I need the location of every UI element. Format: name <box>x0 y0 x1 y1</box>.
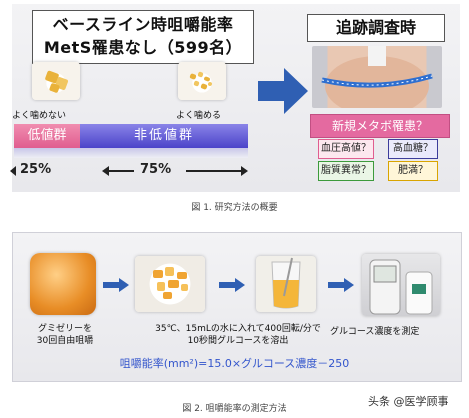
well-chewed-caption: よく噛める <box>176 111 222 121</box>
figure2-caption: 図 2. 咀嚼能率の測定方法 <box>182 404 287 414</box>
arrow-right-icon <box>328 278 354 292</box>
baseline-title-line1: ベースライン時咀嚼能率 <box>52 15 234 34</box>
poorly-chewed-jelly-photo <box>32 62 80 100</box>
baseline-title-line2: MetS罹患なし（599名） <box>43 38 243 57</box>
poorly-chewed-caption: よく噛めない <box>12 111 67 121</box>
new-metabolic-syndrome-label: 新規メタボ罹患？ <box>310 114 450 138</box>
risk-high-blood-sugar: 高血糖？ <box>388 139 438 159</box>
beaker-photo <box>256 256 316 312</box>
non-low-group-bar: 非低値群 <box>80 124 248 148</box>
bar-reflection <box>14 148 248 158</box>
masticatory-efficiency-formula: 咀嚼能率(mm²)=15.0×グルコース濃度－250 <box>119 357 350 370</box>
gummy-jelly-photo <box>30 253 96 315</box>
glucose-meter-illustration <box>369 259 433 315</box>
step1-caption: グミゼリーを 30回自由咀嚼 <box>36 324 94 346</box>
followup-title-box: 追跡調査時 <box>307 14 445 42</box>
step3-caption: グルコース濃度を測定 <box>330 327 420 337</box>
chewed-gummy-photo <box>135 256 205 312</box>
low-group-bar: 低値群 <box>14 124 80 148</box>
belly-measurement-photo <box>312 46 442 108</box>
risk-high-blood-pressure: 血圧高値？ <box>318 139 374 159</box>
baseline-title-box: ベースライン時咀嚼能率 MetS罹患なし（599名） <box>32 10 254 64</box>
risk-obesity: 肥満？ <box>388 161 438 181</box>
watermark-text: 头条 @医学顾事 <box>368 395 449 408</box>
arrow-right-icon <box>219 278 245 292</box>
risk-dyslipidemia: 脂質異常？ <box>318 161 374 181</box>
beaker-illustration <box>271 257 301 309</box>
figure1-caption: 図 1. 研究方法の概要 <box>191 203 278 213</box>
well-chewed-jelly-photo <box>178 62 226 100</box>
arrow-right-icon <box>103 278 129 292</box>
glucose-meter-photo <box>362 254 440 316</box>
step2-caption: 35℃、15mLの水に入れて400回転/分で 10秒間グルコースを溶出 <box>155 324 321 346</box>
tape-measure-illustration <box>321 46 433 108</box>
non-low-group-percentage: 75% <box>140 162 172 177</box>
arrow-right-icon <box>258 68 308 114</box>
low-group-percentage: 25% <box>20 162 52 177</box>
percentage-arrows <box>10 166 248 176</box>
